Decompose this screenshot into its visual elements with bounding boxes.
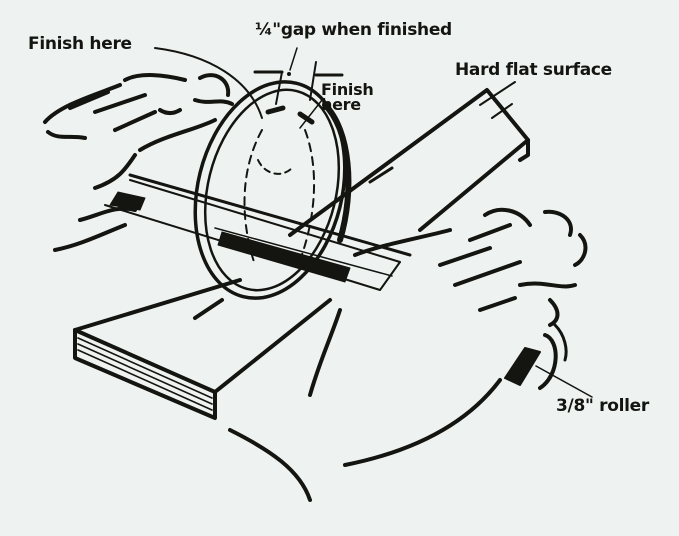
label-roller: 3/8" roller	[556, 396, 649, 416]
label-gap-when-finished: ¼"gap when finished	[255, 20, 452, 40]
gap-indicator	[253, 47, 344, 105]
board	[73, 81, 530, 420]
leader-finish-right	[299, 99, 323, 129]
rod	[104, 173, 412, 291]
label-finish-line1: Finish	[321, 80, 374, 99]
label-finish-line2: here	[321, 95, 361, 115]
label-finish-here-left: Finish here	[28, 34, 132, 54]
label-finish-here-right: Finish here	[321, 80, 374, 115]
ring	[193, 80, 352, 300]
leader-finish-left	[154, 47, 263, 119]
roller	[504, 323, 593, 398]
left-hand	[43, 73, 234, 252]
right-hand	[228, 207, 588, 502]
label-hard-flat-surface: Hard flat surface	[455, 60, 612, 80]
